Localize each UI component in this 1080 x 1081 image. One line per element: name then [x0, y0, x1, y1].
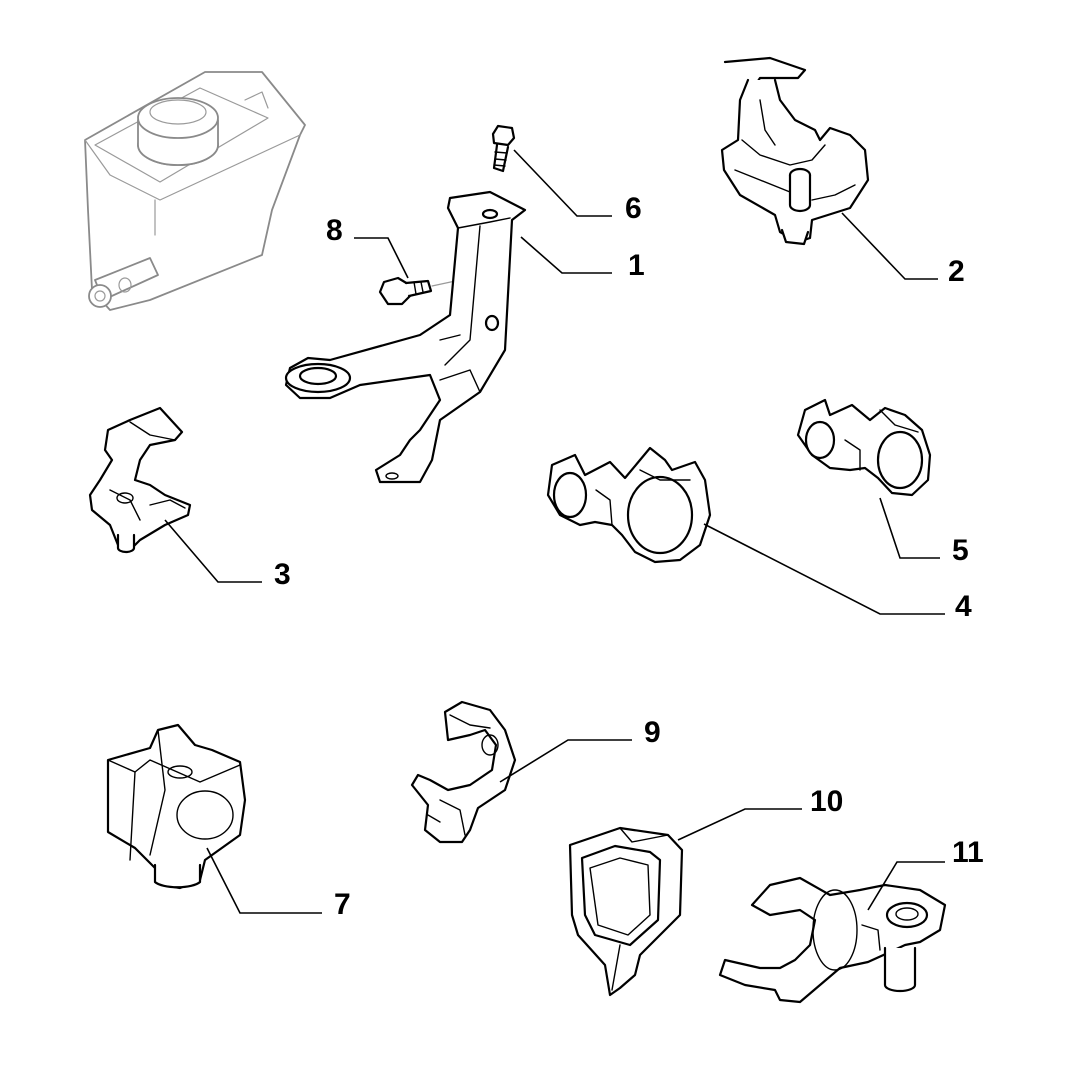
callout-10: 10 — [810, 785, 843, 818]
callout-4: 4 — [955, 590, 972, 623]
leader-lines — [164, 149, 945, 914]
clip-part-3 — [88, 406, 192, 554]
callout-1: 1 — [628, 249, 645, 282]
clip-part-4 — [546, 446, 712, 564]
callout-9: 9 — [644, 716, 661, 749]
callout-11: 11 — [952, 836, 984, 869]
clip-part-11 — [718, 876, 947, 1004]
clip-part-2 — [720, 56, 870, 246]
callout-3: 3 — [274, 558, 291, 591]
clip-part-9 — [410, 700, 517, 844]
callout-2: 2 — [948, 255, 965, 288]
reservoir-tank — [84, 71, 306, 311]
bolt-part-6 — [491, 124, 516, 173]
sleeve-part-10 — [568, 826, 684, 997]
callout-8: 8 — [326, 214, 343, 247]
callout-5: 5 — [952, 534, 969, 567]
clip-part-7 — [106, 723, 247, 890]
bolt-part-8 — [378, 276, 461, 306]
bracket-part-1 — [284, 190, 527, 484]
callout-6: 6 — [625, 192, 642, 225]
clip-part-5 — [796, 398, 932, 497]
callout-7: 7 — [334, 888, 351, 921]
